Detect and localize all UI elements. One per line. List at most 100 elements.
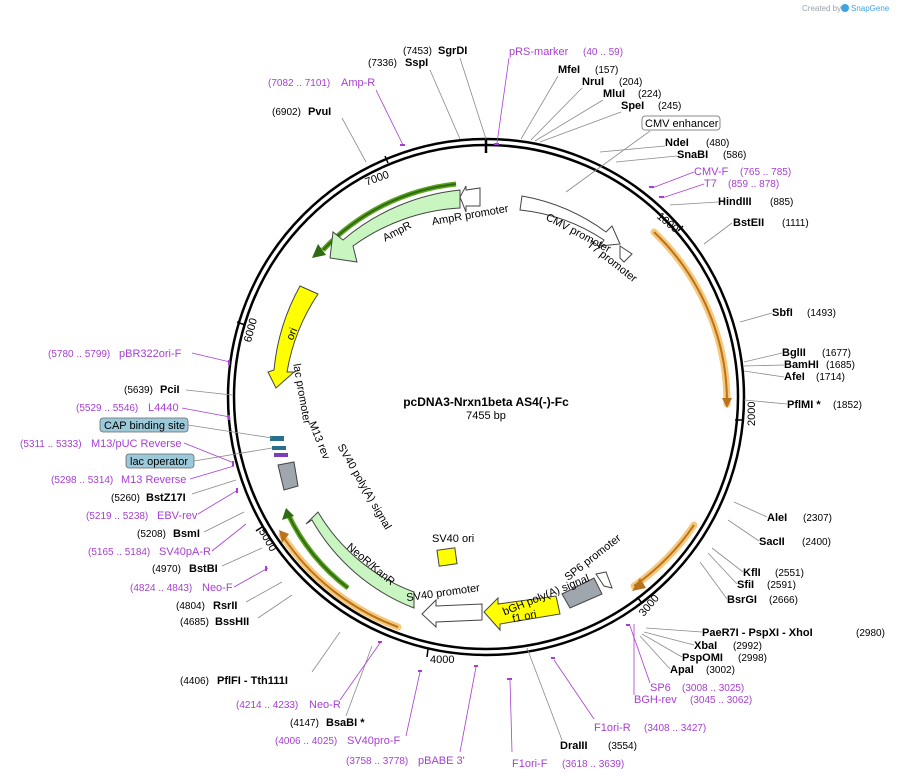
site-bsteii-name[interactable]: BstEII: [733, 217, 764, 229]
primer-sp6-name[interactable]: SP6: [650, 682, 671, 694]
primer-l4440-mark: [228, 415, 230, 420]
site-tth111i-name[interactable]: PflFI - Tth111I: [217, 675, 288, 687]
ampr-feature-arrow[interactable]: [329, 189, 461, 263]
site-sbfi-name[interactable]: SbfI: [772, 307, 793, 319]
site-xhoi-name[interactable]: PaeR7I - PspXI - XhoI: [702, 627, 813, 639]
primer-prs-marker-name[interactable]: pRS-marker: [509, 46, 569, 58]
site-bstbi-leader: [221, 547, 263, 567]
primer-neo-f-leader: [233, 567, 269, 588]
site-nrui-name[interactable]: NruI: [582, 76, 604, 88]
primer-l4440-name[interactable]: L4440: [148, 402, 179, 414]
ampr-promoter-arrow[interactable]: [459, 185, 481, 213]
neor-feature-arrow[interactable]: [305, 511, 415, 609]
site-sacii-name[interactable]: SacII: [759, 536, 785, 548]
site-alei-leader: [733, 501, 768, 518]
site-pcii-name[interactable]: PciI: [160, 384, 180, 396]
primer-f1ori-f-name[interactable]: F1ori-F: [512, 758, 548, 770]
site-pspomi-name[interactable]: PspOMI: [682, 652, 723, 664]
site-pflmi-leader: [743, 399, 788, 405]
site-bamhi-name[interactable]: BamHI: [784, 359, 819, 371]
primer-sv40pa-r-name[interactable]: SV40pA-R: [159, 546, 211, 558]
lac-operator-marker[interactable]: [272, 446, 286, 450]
primer-f1ori-r-name[interactable]: F1ori-R: [594, 722, 631, 734]
site-apai-name[interactable]: ApaI: [670, 664, 694, 676]
site-sgrdi-name[interactable]: SgrDI: [438, 45, 467, 57]
site-hindiii-leader: [669, 201, 719, 206]
site-pvui-name[interactable]: PvuI: [308, 106, 331, 118]
site-bsshii-name[interactable]: BssHII: [215, 616, 249, 628]
site-bstbi-name[interactable]: BstBI: [189, 563, 218, 575]
primer-cmv-f-name[interactable]: CMV-F: [694, 166, 729, 178]
site-bsrgi-name[interactable]: BsrGI: [727, 594, 757, 606]
site-pflmi-pos: (1852): [833, 400, 862, 411]
site-bsmi-name[interactable]: BsmI: [173, 528, 200, 540]
primer-sv40pro-f-name[interactable]: SV40pro-F: [347, 735, 400, 747]
primer-ebv-rev-name[interactable]: EBV-rev: [157, 510, 198, 522]
primer-pbabe3-leader: [459, 666, 477, 753]
f1-ori-feature-arrow[interactable]: [483, 595, 561, 632]
site-apai-leader: [639, 635, 671, 670]
cmv-promoter-arrow[interactable]: [519, 195, 621, 247]
site-snabi-name[interactable]: SnaBI: [677, 149, 708, 161]
primer-bgh-rev-pos: (3045 .. 3062): [690, 695, 752, 706]
site-ndei-leader: [599, 145, 666, 153]
tick-mark-7000: [384, 155, 389, 164]
site-mlui-pos: (224): [638, 89, 661, 100]
site-pspomi-pos: (2998): [738, 653, 767, 664]
site-xbai-pos: (2992): [733, 641, 762, 652]
primer-m13-reverse-name[interactable]: M13 Reverse: [121, 474, 186, 486]
primer-pbabe3-name[interactable]: pBABE 3': [418, 755, 465, 767]
primer-neo-r-mark: [378, 641, 382, 643]
primer-amp-r-name[interactable]: Amp-R: [341, 77, 375, 89]
cap-site-marker[interactable]: [270, 436, 284, 441]
site-afei-name[interactable]: AfeI: [784, 371, 805, 383]
m13-rev-marker[interactable]: [274, 453, 288, 457]
primer-prs-marker-leader: [496, 57, 510, 144]
site-alei-name[interactable]: AleI: [767, 512, 787, 524]
sv40-ori-feature[interactable]: [436, 547, 458, 567]
primer-prs-marker-pos: (40 .. 59): [583, 47, 623, 58]
site-sspi-name[interactable]: SspI: [405, 57, 428, 69]
primer-sp6-leader: [629, 625, 651, 684]
sv40-polya-feature[interactable]: [277, 461, 299, 491]
primer-pbr322ori-f-name[interactable]: pBR322ori-F: [119, 348, 182, 360]
sv40-promoter-arrow[interactable]: [421, 598, 483, 629]
primer-neo-r-name[interactable]: Neo-R: [309, 699, 341, 711]
site-hindiii-name[interactable]: HindIII: [718, 196, 752, 208]
site-spei-name[interactable]: SpeI: [621, 100, 644, 112]
t7-promoter-arrow[interactable]: [619, 245, 633, 263]
site-draiii-name[interactable]: DraIII: [560, 740, 588, 752]
site-mfei-name[interactable]: MfeI: [558, 64, 580, 76]
site-bglii-name[interactable]: BglII: [782, 347, 806, 359]
neor-strand-line: [287, 513, 349, 589]
primer-neo-f-name[interactable]: Neo-F: [202, 582, 233, 594]
primer-cmv-f-pos: (765 .. 785): [740, 167, 791, 178]
primer-l4440-pos: (5529 .. 5546): [76, 403, 138, 414]
sv40-polya-label: SV40 poly(A) signal: [335, 442, 394, 532]
primer-sv40pa-r-leader: [211, 523, 247, 552]
site-rsrii-name[interactable]: RsrII: [213, 600, 237, 612]
primer-amp-r-leader: [375, 89, 404, 146]
primer-ebv-rev-leader: [197, 489, 239, 515]
site-bstz17i-pos: (5260): [111, 493, 140, 504]
ori-feature-arrow[interactable]: [267, 285, 319, 389]
primer-sv40pro-f-pos: (4006 .. 4025): [275, 736, 337, 747]
site-bstz17i-name[interactable]: BstZ17I: [146, 492, 186, 504]
bgh-polya-feature[interactable]: [561, 577, 603, 609]
site-bsabi-name[interactable]: BsaBI *: [326, 717, 365, 729]
site-kfli-name[interactable]: KflI: [743, 567, 761, 579]
primer-bgh-rev-name[interactable]: BGH-rev: [634, 694, 677, 706]
site-mlui-name[interactable]: MluI: [603, 88, 625, 100]
site-bsmi-pos: (5208): [137, 529, 166, 540]
site-ndei-name[interactable]: NdeI: [665, 137, 689, 149]
site-ndei-pos: (480): [706, 138, 729, 149]
site-xbai-name[interactable]: XbaI: [694, 640, 717, 652]
cmv-enhancer-box[interactable]: [641, 115, 721, 131]
site-sfii-name[interactable]: SfiI: [737, 579, 754, 591]
tick-mark-4000: [426, 648, 429, 658]
lac-promoter-label: lac promoter: [290, 363, 312, 426]
sp6-promoter-arrow[interactable]: [595, 571, 613, 589]
primer-t7-name[interactable]: T7: [704, 178, 717, 190]
site-pflmi-name[interactable]: PflMI *: [787, 399, 821, 411]
primer-m13puc-reverse-name[interactable]: M13/pUC Reverse: [91, 438, 181, 450]
